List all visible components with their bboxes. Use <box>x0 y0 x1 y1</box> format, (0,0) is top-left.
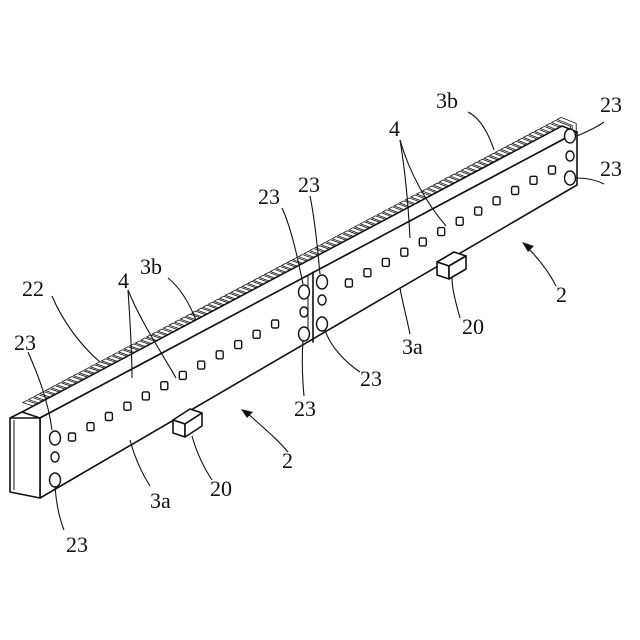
screw-hole <box>364 269 371 277</box>
screw-hole <box>456 217 463 225</box>
label-23-top-right-1: 23 <box>600 92 622 117</box>
screw-hole <box>401 248 408 256</box>
label-22: 22 <box>22 276 44 301</box>
label-3b-right: 3b <box>436 88 458 113</box>
screw-hole <box>179 371 186 379</box>
label-3a-right: 3a <box>402 334 423 359</box>
port-seam-right-top <box>317 275 328 289</box>
screw-hole <box>216 351 223 359</box>
screw-hole <box>105 413 112 421</box>
screw-hole <box>419 238 426 246</box>
label-23-mid-4: 23 <box>294 396 316 421</box>
screw-hole <box>549 166 556 174</box>
port-seam-left-top <box>299 285 310 299</box>
bar-body <box>10 126 577 498</box>
label-2-right: 2 <box>556 282 567 307</box>
port-left-mid <box>51 452 59 462</box>
label-23-top-right-2: 23 <box>600 156 622 181</box>
label-3b-left: 3b <box>140 254 162 279</box>
screw-hole <box>475 207 482 215</box>
port-right-top <box>565 129 576 143</box>
screw-hole <box>253 330 260 338</box>
label-20-right: 20 <box>462 314 484 339</box>
screw-hole <box>382 258 389 266</box>
screw-hole <box>142 392 149 400</box>
label-2-left: 2 <box>282 448 293 473</box>
label-23-left: 23 <box>14 330 36 355</box>
screw-hole <box>438 228 445 236</box>
screw-hole <box>69 433 76 441</box>
port-left-top <box>50 431 61 445</box>
label-4-left: 4 <box>118 268 129 293</box>
screw-hole <box>124 402 131 410</box>
screw-hole <box>530 176 537 184</box>
screw-hole <box>198 361 205 369</box>
screw-hole <box>87 423 94 431</box>
bar-top-face <box>22 126 577 418</box>
screw-hole <box>512 187 519 195</box>
arrowhead-right <box>522 242 534 252</box>
label-4-right: 4 <box>389 116 400 141</box>
screw-hole <box>235 341 242 349</box>
label-23-bottom: 23 <box>66 532 88 557</box>
screw-hole <box>345 279 352 287</box>
label-3a-left: 3a <box>150 488 171 513</box>
screw-hole <box>272 320 279 328</box>
screw-hole <box>161 382 168 390</box>
port-right-bottom <box>565 171 576 185</box>
port-seam-left-mid <box>300 307 308 317</box>
label-23-mid-1: 23 <box>258 184 280 209</box>
port-left-bottom <box>50 473 61 487</box>
port-seam-left-bottom <box>299 327 310 341</box>
port-seam-right-bottom <box>317 317 328 331</box>
port-right-mid <box>566 151 574 161</box>
port-seam-right-mid <box>318 295 326 305</box>
label-23-mid-2: 23 <box>298 172 320 197</box>
label-23-mid-3: 23 <box>360 366 382 391</box>
screw-hole <box>493 197 500 205</box>
label-20-left: 20 <box>210 476 232 501</box>
